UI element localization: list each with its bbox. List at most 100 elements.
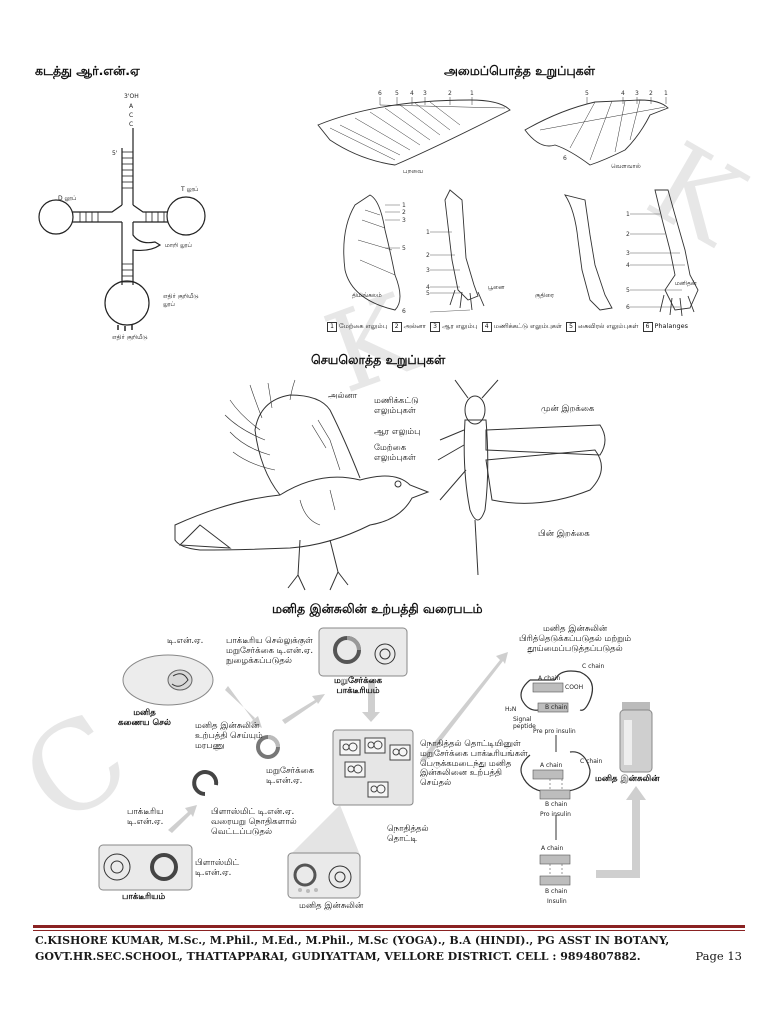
svg-text:1: 1 — [626, 211, 630, 218]
bacterial-dna-label: பாக்டீரிய டி.என்.ஏ. — [127, 807, 164, 827]
svg-text:2: 2 — [626, 231, 630, 238]
svg-text:2: 2 — [649, 90, 653, 97]
svg-text:6: 6 — [563, 155, 567, 162]
trna-anticodon-label: எதிர் குறியீடு — [112, 334, 148, 341]
plasmid-dna-label: பிளாஸ்மிட் டி.என்.ஏ. — [195, 858, 240, 878]
svg-text:3: 3 — [635, 90, 639, 97]
bone-legend-text-5: கைவிரல் எலும்புகள் — [577, 322, 639, 330]
svg-text:4: 4 — [426, 284, 430, 291]
bone-legend-text-3: ஆர எலும்பு — [442, 322, 478, 330]
signal-peptide-label: Signal peptide — [513, 716, 536, 730]
page-number: Page 13 — [695, 949, 742, 963]
svg-text:5: 5 — [402, 245, 406, 252]
svg-text:4: 4 — [410, 90, 414, 97]
svg-text:5: 5 — [585, 90, 589, 97]
heading-homologous: அமைப்பொத்த உறுப்புகள் — [444, 63, 595, 78]
svg-text:2: 2 — [448, 90, 452, 97]
svg-text:6: 6 — [378, 90, 382, 97]
b-chain-label-2: B chain — [545, 801, 568, 808]
pre-pro-insulin-label: Pre pro insulin — [533, 728, 576, 735]
human-insulin-bottom-label: மனித இன்சுலின் — [299, 901, 364, 911]
svg-text:3: 3 — [626, 250, 630, 257]
insulin-gene-label: மனித இன்சுலின் உற்பத்தி செய்யும் மரபணு — [195, 721, 263, 751]
footer-line-1: C.KISHORE KUMAR, M.Sc., M.Phil., M.Ed., … — [35, 934, 670, 947]
bat-label: வெளவால் — [611, 163, 641, 170]
recombinant-dna-label: மறுசேர்க்கை டி.என்.ஏ. — [266, 766, 315, 786]
heading-insulin: மனித இன்சுலின் உற்பத்தி வரைபடம் — [272, 601, 483, 616]
trna-t-loop-label: T லூப் — [181, 186, 199, 193]
cat-label: பூனை — [488, 284, 505, 291]
a-chain-label-3: A chain — [541, 845, 564, 852]
bone-legend-num-5: 5 — [565, 322, 576, 332]
c-chain-label-1: C chain — [582, 663, 605, 670]
svg-text:5: 5 — [395, 90, 399, 97]
trna-c1-label: C — [129, 112, 134, 119]
human-cell-label: மனித கணைய செல் — [118, 708, 171, 728]
svg-text:4: 4 — [621, 90, 625, 97]
bone-legend-num-4: 4 — [481, 322, 492, 332]
insulin-label: Insulin — [547, 898, 567, 905]
a-chain-label-2: A chain — [540, 762, 563, 769]
pro-insulin-label: Pro insulin — [540, 811, 571, 818]
svg-text:1: 1 — [402, 202, 406, 209]
footer-line-2: GOVT.HR.SEC.SCHOOL, THATTAPPARAI, GUDIYA… — [35, 950, 641, 963]
recombinant-bacteria-label: மறுசேர்க்கை பாக்டீரியம் — [334, 676, 383, 696]
bacterium-label: பாக்டீரியம் — [122, 892, 166, 902]
trna-c2-label: C — [129, 121, 134, 128]
hindwing-label: பின் இறக்கை — [538, 529, 590, 539]
svg-text:5: 5 — [426, 290, 430, 297]
fermenter-label: நொதித்தல் தொட்டி — [387, 824, 429, 844]
forewing-label: முன் இறக்கை — [541, 404, 595, 414]
plasmid-cut-label: பிளாஸ்மிட் டி.என்.ஏ. வரையறு நொதிகளால் வெ… — [211, 807, 297, 837]
b-chain-label-1: B chain — [545, 704, 568, 711]
bird-label: பறவை — [403, 168, 423, 175]
bone-legend-text-4: மணிக்கட்டு எலும்புகள் — [493, 322, 562, 330]
svg-text:3: 3 — [423, 90, 427, 97]
human-label: மனிதன் — [675, 280, 697, 287]
cooh-label-1: COOH — [565, 684, 584, 691]
radius-label: ஆர எலும்பு — [374, 427, 421, 437]
a-chain-label-1: A chain — [538, 675, 561, 682]
svg-text:2: 2 — [426, 252, 430, 259]
bone-legend-text-6: Phalanges — [654, 322, 688, 330]
trna-five-label: 5' — [112, 150, 118, 157]
whale-label: திமிங்கலம் — [352, 292, 382, 299]
heading-analogous: செயலொத்த உறுப்புகள் — [311, 352, 446, 367]
svg-text:1: 1 — [426, 229, 430, 236]
svg-text:1: 1 — [664, 90, 668, 97]
footer-rule-thin — [33, 930, 745, 931]
human-insulin-vial-label: மனித இன்சுலின் — [595, 774, 660, 784]
horse-label: குதிரை — [535, 292, 554, 299]
watermark-k2: K — [628, 118, 764, 270]
carpals-label: மணிக்கட்டு எலும்புகள் — [374, 396, 419, 416]
bone-legend-num-3: 3 — [430, 322, 441, 332]
trna-a-label: A — [129, 103, 134, 110]
ulna-label: அல்னா — [328, 391, 358, 401]
separation-label: மனித இன்சுலின் பிரித்தெடுக்கப்படுதல் மற்… — [519, 624, 632, 654]
bone-legend-num-6: 6 — [642, 322, 653, 332]
svg-text:1: 1 — [470, 90, 474, 97]
trna-oh-label: 3'OH — [124, 93, 139, 100]
footer-rule — [33, 925, 745, 928]
trna-anticodon-loop-label: எதிர் குறியீடு லூப் — [163, 293, 199, 308]
trna-d-loop-label: D லூப் — [58, 195, 77, 202]
h2n-label-1: H₂N — [505, 706, 517, 713]
bacteria-takes-dna-label: பாக்டீரிய செல்லுக்குள் மறுசேர்க்கை டி.என… — [226, 636, 314, 666]
bone-legend-text-1: மேற்கை எலும்பு — [339, 322, 388, 330]
c-chain-label-2: C chain — [580, 758, 603, 765]
fermentation-label: நொதித்தல் தொட்டியினுள் மறுசேர்க்கை பாக்ட… — [420, 739, 528, 789]
svg-text:6: 6 — [626, 304, 630, 311]
humerus-label: மேற்கை எலும்புகள் — [374, 443, 416, 463]
b-chain-label-3: B chain — [545, 888, 568, 895]
bone-legend-text-2: அல்னா — [403, 322, 426, 330]
svg-text:3: 3 — [402, 217, 406, 224]
svg-text:5: 5 — [626, 287, 630, 294]
svg-text:2: 2 — [402, 209, 406, 216]
bone-legend-num-1: 1 — [327, 322, 337, 332]
dna-label: டி.என்.ஏ. — [167, 636, 204, 646]
svg-text:3: 3 — [426, 267, 430, 274]
trna-extra-loop-label: மாறி லூப் — [165, 242, 192, 249]
heading-trna: கடத்து ஆர்.என்.ஏ — [35, 63, 140, 78]
bone-legend-num-2: 2 — [391, 322, 402, 332]
